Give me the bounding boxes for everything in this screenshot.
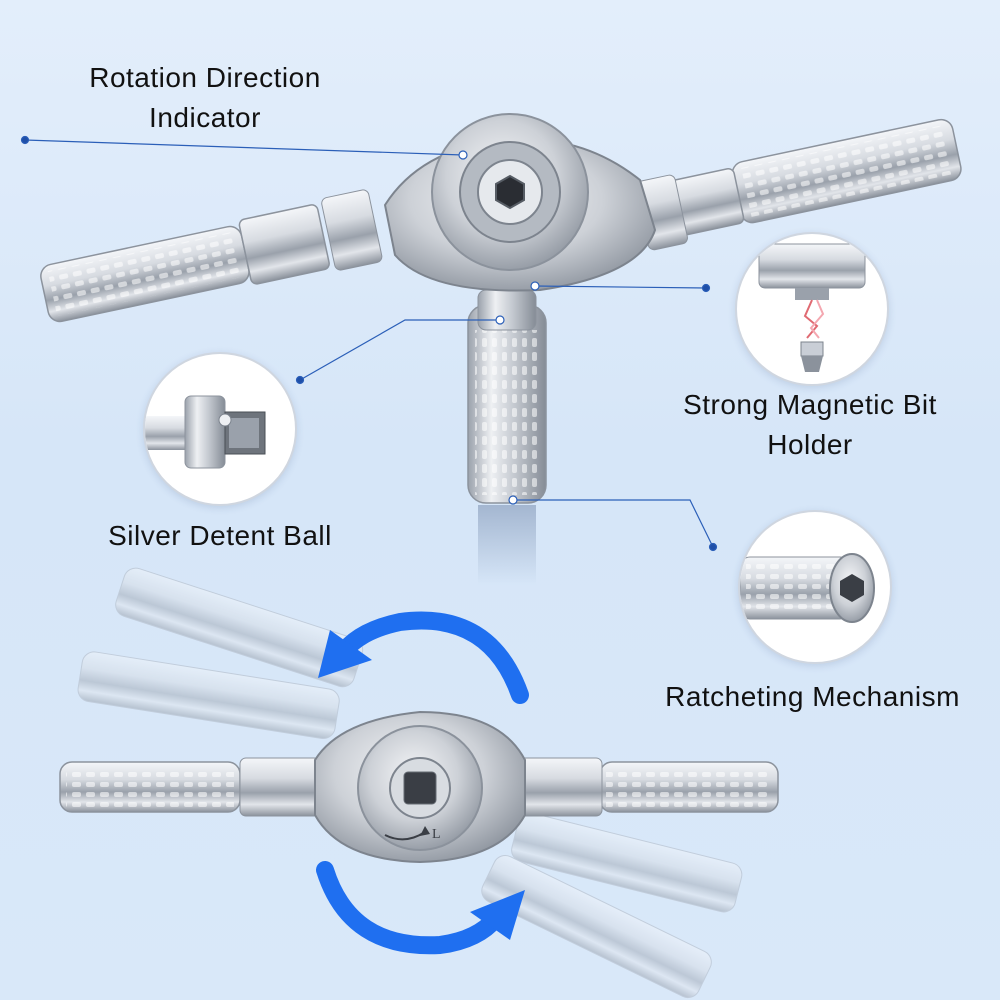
rotation-direction-indicator-label: Rotation Direction Indicator	[55, 58, 355, 138]
ratcheting-mechanism-label: Ratcheting Mechanism	[640, 677, 985, 717]
detent-ball-label: Silver Detent Ball	[80, 516, 360, 556]
detent-ball-inset	[143, 352, 297, 506]
bottom-tool: L	[59, 567, 779, 999]
hex-socket	[495, 174, 525, 210]
magnet-label-line2: Holder	[767, 429, 853, 460]
direction-letter: L	[432, 827, 441, 842]
callout-leaders	[20, 135, 718, 552]
rotate-clockwise-arrow-icon	[316, 861, 525, 955]
magnetic-holder-inset	[735, 232, 889, 386]
rotation-label-line2: Indicator	[149, 102, 261, 133]
left-collar	[238, 204, 330, 285]
detent-label-line1: Silver Detent Ball	[108, 520, 332, 551]
magnet-label-line1: Strong Magnetic Bit	[683, 389, 937, 420]
ratchet-mechanism-inset	[738, 510, 892, 664]
rotate-counterclockwise-arrow-icon	[318, 611, 529, 704]
top-tool	[40, 113, 962, 585]
ratchet-label-line1: Ratcheting Mechanism	[665, 681, 960, 712]
rotation-label-line1: Rotation Direction	[89, 62, 321, 93]
magnetic-bit-holder-label: Strong Magnetic Bit Holder	[655, 385, 965, 465]
